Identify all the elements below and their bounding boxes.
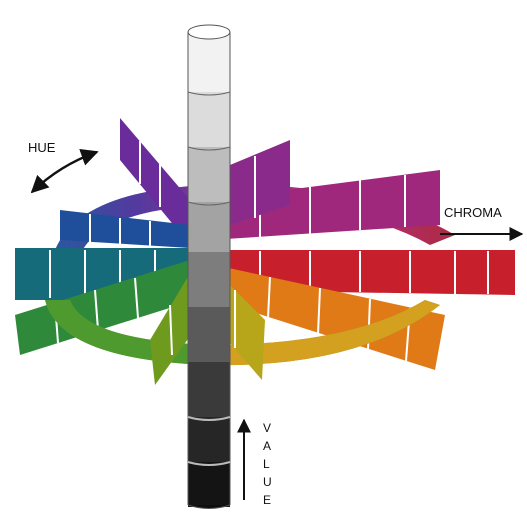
value-letter: U <box>263 475 272 489</box>
value-letter: V <box>263 421 271 435</box>
value-letter: A <box>263 439 271 453</box>
hue-arrow <box>30 148 99 194</box>
value-letter: E <box>263 493 271 507</box>
red-purple-vane <box>210 170 440 240</box>
value-axis <box>187 24 231 509</box>
value-label: V A L U E <box>263 421 272 507</box>
chroma-label: CHROMA <box>444 205 502 220</box>
value-letter: L <box>263 457 270 471</box>
green-yellow-vane <box>150 265 198 385</box>
hue-label: HUE <box>28 140 56 155</box>
magenta-vane <box>230 140 290 225</box>
purple-vane <box>120 118 190 245</box>
